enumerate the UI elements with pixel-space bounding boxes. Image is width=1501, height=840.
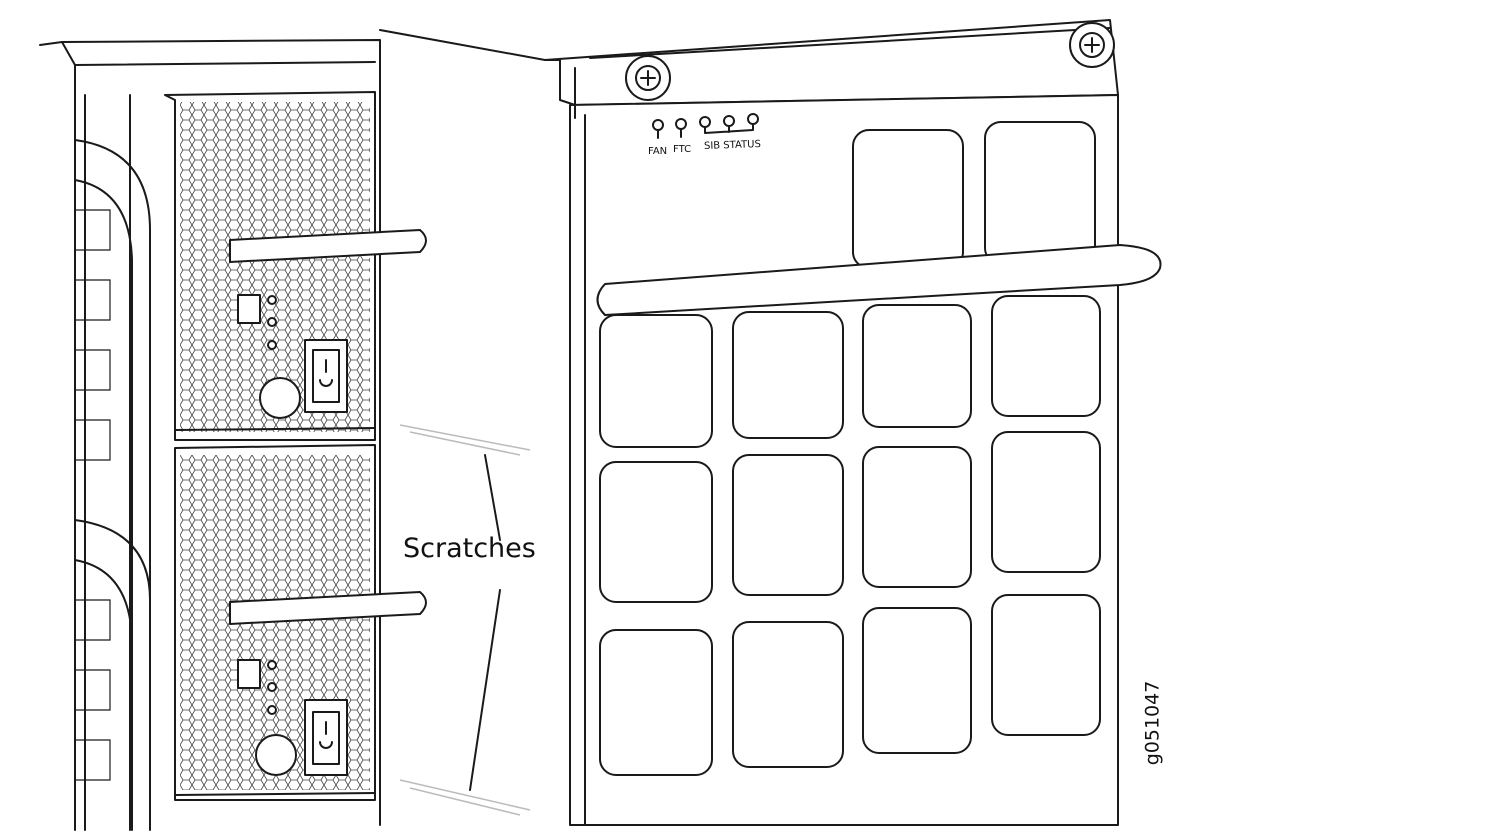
power-supply-handle	[229, 229, 427, 263]
power-supply-1	[164, 91, 427, 441]
fan-led-label: FAN	[648, 146, 668, 157]
fan-led-icon	[652, 119, 664, 131]
vent-grid	[599, 121, 1101, 776]
sib-led-icon	[699, 116, 711, 128]
ftc-led-icon	[675, 118, 687, 130]
sib-status-label: SIB STATUS	[703, 139, 762, 152]
captive-screw-icon	[255, 734, 297, 776]
status-leds	[652, 113, 759, 139]
scratches-callout-label: Scratches	[403, 533, 536, 564]
power-supply-handle	[229, 591, 427, 625]
captive-screw-icon	[259, 377, 301, 419]
figure-id: g051047	[1141, 680, 1164, 766]
sib-led-icon	[723, 115, 735, 127]
chassis-rail	[39, 39, 381, 831]
power-supply-2	[174, 444, 427, 801]
fan-tray-handle	[596, 244, 1162, 316]
callout-lines	[469, 454, 501, 791]
scratch-marks	[399, 424, 531, 816]
fan-tray-panel	[379, 19, 1162, 826]
sib-led-icon	[747, 113, 759, 125]
ftc-led-label: FTC	[673, 144, 692, 155]
